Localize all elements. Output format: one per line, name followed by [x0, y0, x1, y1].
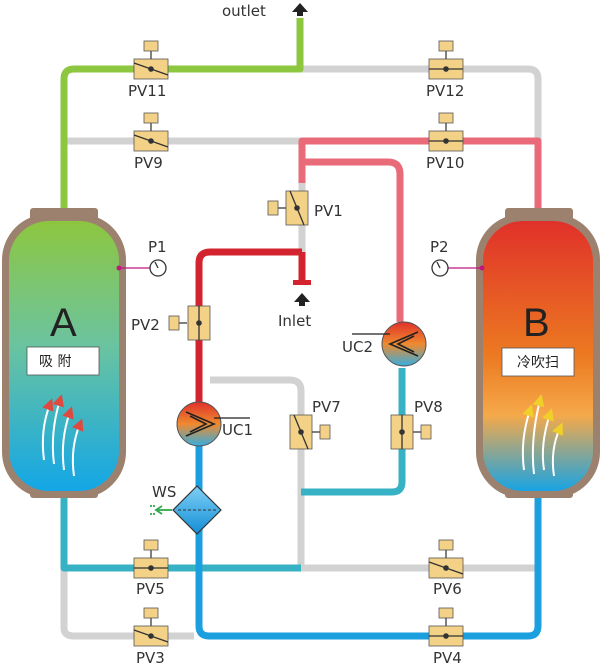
pipe-red-inlet: [195, 248, 302, 408]
inlet-arrow-icon: [294, 293, 310, 306]
outlet-arrow-icon: [292, 3, 308, 16]
tower-a: A 吸 附: [2, 208, 126, 498]
inlet-label: Inlet: [278, 312, 311, 330]
pv11-label: PV11: [128, 82, 166, 100]
tower-b-flow-arrows: [521, 394, 563, 477]
heat-exchanger-uc2: UC2: [342, 321, 427, 367]
heat-exchanger-uc1: UC1: [176, 401, 253, 447]
tower-b: B 冷吹扫: [476, 208, 600, 498]
valve-pv12[interactable]: PV12: [426, 40, 464, 100]
valve-pv11[interactable]: PV11: [128, 40, 169, 100]
tower-a-flow-arrows: [41, 394, 84, 477]
gauge-p2-label: P2: [430, 238, 449, 256]
valve-pv3[interactable]: PV3: [133, 607, 169, 667]
valve-pv10[interactable]: PV10: [426, 112, 464, 172]
valve-pv7[interactable]: PV7: [289, 398, 341, 450]
pipe-teal-pv5: [60, 492, 301, 572]
valve-pv9[interactable]: PV9: [133, 112, 169, 172]
pv5-label: PV5: [136, 580, 165, 598]
tower-b-mode-box: [501, 347, 575, 377]
pipe-gray-pv7: [210, 376, 305, 568]
gauge-p2: P2: [430, 238, 485, 277]
water-separator-ws: WS: [150, 483, 222, 535]
pipe-gray-top: [298, 65, 542, 212]
pv6-label: PV6: [433, 580, 462, 598]
outlet-label: outlet: [222, 2, 266, 20]
pv3-label: PV3: [136, 649, 165, 667]
valve-pv1[interactable]: PV1: [267, 190, 343, 226]
tower-a-mode-box: [26, 346, 100, 376]
ws-drain-icon: [150, 505, 172, 515]
gauge-p1: P1: [116, 238, 167, 277]
tower-a-letter: A: [50, 301, 77, 345]
pipe-gray-pv3: [60, 568, 194, 640]
pipe-blue: [195, 440, 542, 640]
pv8-label: PV8: [414, 398, 443, 416]
pipe-green-outlet: [60, 18, 304, 212]
uc2-label: UC2: [342, 338, 373, 356]
tower-b-mode: 冷吹扫: [517, 355, 559, 371]
inlet-flange: [293, 280, 311, 285]
ws-label: WS: [152, 483, 176, 501]
pv2-label: PV2: [131, 316, 160, 334]
valve-pv4[interactable]: PV4: [428, 607, 464, 667]
tower-a-mode: 吸 附: [39, 354, 71, 370]
valve-pv6[interactable]: PV6: [428, 539, 464, 598]
pv10-label: PV10: [426, 154, 464, 172]
pv4-label: PV4: [433, 649, 462, 667]
pv9-label: PV9: [134, 154, 163, 172]
pv12-label: PV12: [426, 82, 464, 100]
pv7-label: PV7: [312, 398, 341, 416]
tower-b-letter: B: [523, 301, 550, 345]
valve-pv8[interactable]: PV8: [390, 398, 443, 450]
valve-pv5[interactable]: PV5: [133, 539, 169, 598]
uc1-label: UC1: [222, 421, 253, 439]
pipe-pink-uc2: [302, 158, 404, 322]
pipe-teal-uc2: [301, 368, 406, 496]
valve-pv2[interactable]: PV2: [131, 305, 211, 341]
pv1-label: PV1: [314, 202, 343, 220]
gauge-p1-label: P1: [148, 238, 167, 256]
